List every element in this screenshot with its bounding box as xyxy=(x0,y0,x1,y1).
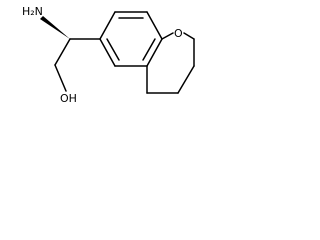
bond-c2-o xyxy=(54,64,67,92)
bond-ar3-ar4 xyxy=(146,11,163,40)
ring-oxygen-label: O xyxy=(174,27,183,40)
bond-ar6-ar1 xyxy=(99,38,116,67)
wedge-bond-c1-n xyxy=(40,16,70,39)
bond-c1-c2 xyxy=(54,38,71,66)
bond-ch2-ch2b xyxy=(177,65,195,94)
structure-canvas: H₂N O OH xyxy=(0,0,226,121)
bond-o-ch2 xyxy=(183,32,195,40)
hydroxyl-label: OH xyxy=(60,92,77,105)
amine-label: H₂N xyxy=(22,5,43,18)
molecule-drawing: H₂N O OH xyxy=(22,5,195,105)
bond-ar4-ar5 xyxy=(146,38,163,67)
bond-ar4-o xyxy=(161,32,174,40)
double-bond-inner-right xyxy=(142,38,156,61)
double-bond-inner-left xyxy=(106,38,120,61)
bond-ar1-ar2 xyxy=(99,11,116,40)
